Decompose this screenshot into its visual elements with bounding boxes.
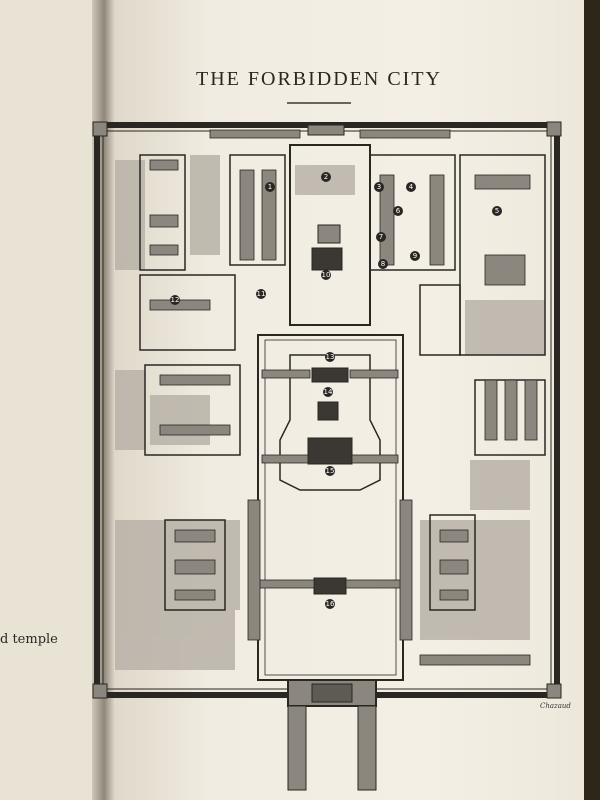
svg-text:4: 4 xyxy=(409,183,414,191)
marker-15: 15 xyxy=(325,466,335,476)
svg-text:10: 10 xyxy=(322,271,331,279)
hall-16 xyxy=(313,577,347,595)
marker-4: 4 xyxy=(406,182,416,192)
south-approach-left xyxy=(287,705,307,791)
svg-text:1: 1 xyxy=(268,183,272,191)
svg-text:11: 11 xyxy=(257,290,266,298)
page-edge xyxy=(584,0,600,800)
north-gate xyxy=(307,124,345,136)
svg-text:6: 6 xyxy=(396,207,401,215)
marker-14: 14 xyxy=(323,387,333,397)
marker-2: 2 xyxy=(321,172,331,182)
hall-15 xyxy=(307,437,353,465)
marker-3: 3 xyxy=(374,182,384,192)
east-buildings xyxy=(379,174,538,666)
west-buildings xyxy=(149,129,451,601)
svg-text:13: 13 xyxy=(326,353,335,361)
page-title: THE FORBIDDEN CITY xyxy=(196,68,442,90)
svg-text:9: 9 xyxy=(413,252,417,260)
corner-tower-se xyxy=(546,683,562,699)
svg-text:8: 8 xyxy=(381,260,385,268)
svg-text:14: 14 xyxy=(324,388,333,396)
inner-court-pavilion xyxy=(317,224,341,244)
left-page xyxy=(0,0,100,800)
corner-tower-nw xyxy=(92,121,108,137)
title-ornament-rule xyxy=(287,102,351,104)
marker-11: 11 xyxy=(256,289,266,299)
south-approach-right xyxy=(357,705,377,791)
marker-13: 13 xyxy=(325,352,335,362)
svg-text:12: 12 xyxy=(171,296,180,304)
outer-court-inner xyxy=(264,339,397,676)
west-courtyards xyxy=(139,154,286,611)
marker-10: 10 xyxy=(321,270,331,280)
hall-14 xyxy=(317,401,339,421)
svg-text:16: 16 xyxy=(326,600,335,608)
map-markers: 1 2 3 4 5 6 7 8 9 10 11 12 13 14 15 16 xyxy=(170,172,502,609)
marker-6: 6 xyxy=(393,206,403,216)
map-credit: Chazaud xyxy=(540,702,571,710)
hall-13 xyxy=(311,367,349,383)
marker-7: 7 xyxy=(376,232,386,242)
svg-text:2: 2 xyxy=(324,173,328,181)
south-gate-hall xyxy=(311,683,353,703)
marker-5: 5 xyxy=(492,206,502,216)
inner-court-hall xyxy=(311,247,343,271)
marker-12: 12 xyxy=(170,295,180,305)
inner-court xyxy=(289,144,371,326)
axis-cross-walls xyxy=(247,369,413,641)
marker-8: 8 xyxy=(378,259,388,269)
marker-9: 9 xyxy=(410,251,420,261)
outer-court xyxy=(257,334,404,681)
three-tier-terrace xyxy=(279,354,381,491)
corner-tower-ne xyxy=(546,121,562,137)
svg-text:7: 7 xyxy=(379,233,383,241)
marker-16: 16 xyxy=(325,599,335,609)
marker-1: 1 xyxy=(265,182,275,192)
svg-text:3: 3 xyxy=(377,183,381,191)
left-page-text: d temple xyxy=(0,632,58,647)
corner-tower-sw xyxy=(92,683,108,699)
svg-text:5: 5 xyxy=(495,207,499,215)
svg-text:15: 15 xyxy=(326,467,335,475)
